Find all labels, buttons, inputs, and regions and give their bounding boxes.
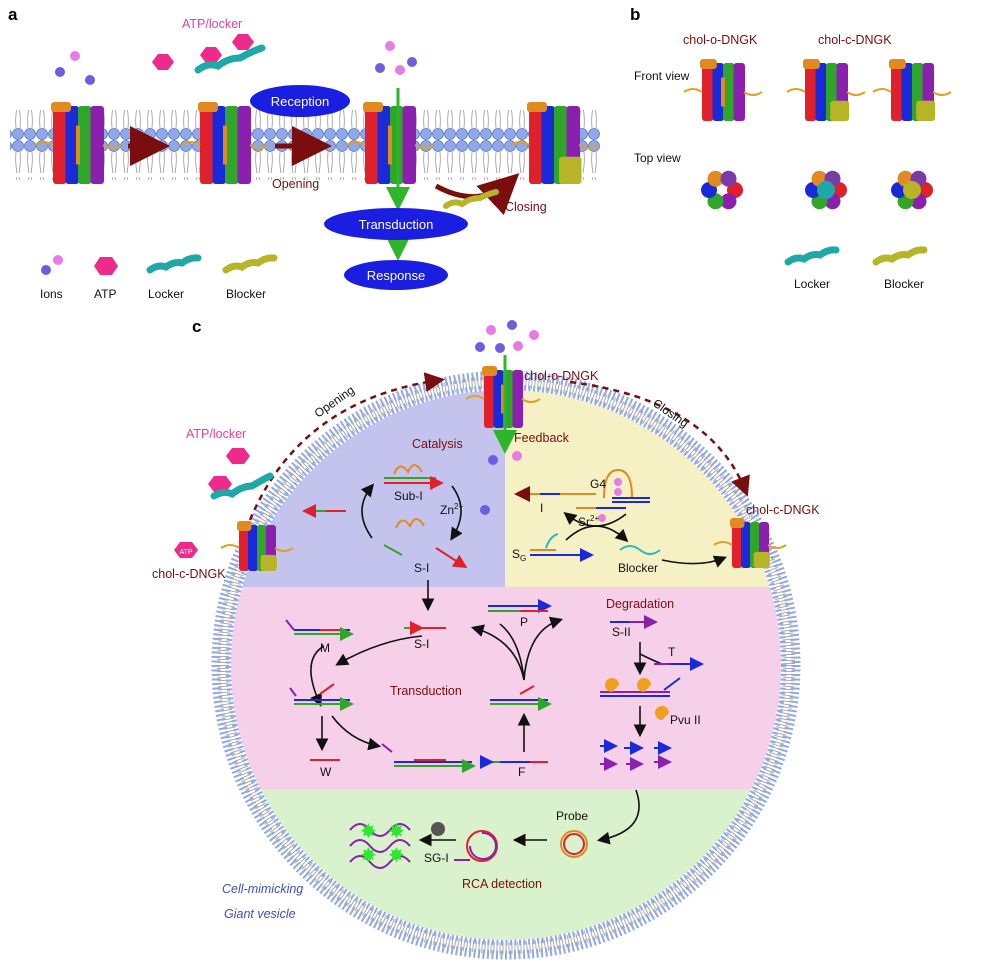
blocker-label-c: Blocker xyxy=(618,561,658,575)
transduction-ellipse xyxy=(324,208,468,240)
channel-a-2 xyxy=(181,102,269,184)
t-label: T xyxy=(668,645,676,659)
channel-b-closed-2 xyxy=(872,59,952,121)
panel-a-letter: a xyxy=(8,5,18,24)
legend-locker: Locker xyxy=(148,287,184,301)
g4-diagram xyxy=(514,468,727,568)
dna-channel-group-b xyxy=(683,59,952,121)
legend-a xyxy=(41,254,278,275)
channel-a-4 xyxy=(510,102,598,184)
opening-label-c: Opening xyxy=(312,383,357,420)
closing-dashed-arrow xyxy=(569,380,750,497)
top-view-open xyxy=(701,170,743,210)
s-i-label-mid: S-I xyxy=(414,637,429,651)
channel-b-open xyxy=(683,59,763,121)
legend-ions: Ions xyxy=(40,287,63,301)
legend-b xyxy=(784,246,928,266)
panel-c-letter: c xyxy=(192,317,201,336)
channel-c-left xyxy=(220,521,294,571)
svg-text:✸: ✸ xyxy=(360,845,377,867)
response-label: Response xyxy=(367,268,426,283)
arrow-to-probe xyxy=(596,789,640,845)
degradation-diagram xyxy=(600,615,704,771)
s-g-label: SG xyxy=(512,547,526,563)
closing-arrow-a xyxy=(434,173,520,216)
pvu-label: Pvu II xyxy=(670,713,701,727)
opening-dashed-arrow xyxy=(248,372,445,521)
sr-label: Sr2+ xyxy=(578,514,599,529)
probe-label: Probe xyxy=(556,809,588,823)
top-view-blocker xyxy=(891,170,933,210)
locker-strand-icon xyxy=(194,44,266,74)
g4-label: G4 xyxy=(590,477,606,491)
channel-a-3 xyxy=(346,102,434,184)
legend-atp: ATP xyxy=(94,287,116,301)
legend-blocker: Blocker xyxy=(226,287,266,301)
transduction-label-c: Transduction xyxy=(390,684,462,698)
ions-c xyxy=(475,320,539,465)
left-channel-label: chol-c-DNGK xyxy=(152,567,226,581)
transduction-label-a: Transduction xyxy=(359,217,434,232)
closing-label-a: Closing xyxy=(505,200,547,214)
top-view-locker xyxy=(805,170,847,210)
sg-i-fluorescent-icons: ✸ ✸ ✸ ✸ xyxy=(360,821,405,867)
catalysis-label: Catalysis xyxy=(412,437,463,451)
top-channel-label: chol-o-DNGK xyxy=(524,369,599,383)
channel-c-right xyxy=(713,518,787,568)
m-label: M xyxy=(320,641,330,655)
degradation-label: Degradation xyxy=(606,597,674,611)
giant-vesicle-membrane xyxy=(211,370,801,960)
blocker-strand-a xyxy=(443,189,499,209)
dna-channel-group-a xyxy=(34,102,598,184)
right-channel-label: chol-c-DNGK xyxy=(746,503,820,517)
top-view-group-b xyxy=(701,170,933,210)
f-label: F xyxy=(518,765,525,779)
col-open-label: chol-o-DNGK xyxy=(683,33,758,47)
cell-mimicking-label: Cell-mimicking xyxy=(222,882,303,896)
i-label: I xyxy=(540,501,543,515)
atp-locker-icon-c xyxy=(174,448,274,558)
svg-text:✸: ✸ xyxy=(388,845,405,867)
col-closed-label: chol-c-DNGK xyxy=(818,33,892,47)
ion-icons-a xyxy=(55,41,417,85)
zn-label: Zn2+ xyxy=(440,502,463,517)
front-view-label: Front view xyxy=(634,69,690,83)
s-i-label-top: S-I xyxy=(414,561,429,575)
locker-label-b: Locker xyxy=(794,277,830,291)
opening-label-a: Opening xyxy=(272,177,319,191)
svg-text:✸: ✸ xyxy=(388,821,405,843)
rca-circle-diagram xyxy=(349,822,588,869)
transduction-diagram xyxy=(285,599,564,773)
reception-ellipse xyxy=(250,85,350,117)
p-label: P xyxy=(520,615,528,629)
atp-hexagon-icon xyxy=(152,34,254,70)
svg-text:✸: ✸ xyxy=(360,821,377,843)
s-ii-label: S-II xyxy=(612,625,631,639)
giant-vesicle-label: Giant vesicle xyxy=(224,907,296,921)
atp-tag-c: ATP xyxy=(179,549,192,556)
panel-b-letter: b xyxy=(630,5,640,24)
w-label: W xyxy=(320,765,332,779)
channel-b-closed-1 xyxy=(786,59,866,121)
atp-locker-label-c: ATP/locker xyxy=(186,427,246,441)
dnazyme-substrate-diagram xyxy=(302,464,490,569)
reception-label: Reception xyxy=(271,94,330,109)
response-ellipse xyxy=(344,260,448,290)
sg-i-label: SG-I xyxy=(424,851,449,865)
blocker-label-b: Blocker xyxy=(884,277,924,291)
sub-i-label: Sub-I xyxy=(394,489,423,503)
rca-detection-label: RCA detection xyxy=(462,877,542,891)
top-view-label: Top view xyxy=(634,151,681,165)
channel-a-1 xyxy=(34,102,122,184)
feedback-label: Feedback xyxy=(514,431,570,445)
atp-locker-label-a: ATP/locker xyxy=(182,17,242,31)
